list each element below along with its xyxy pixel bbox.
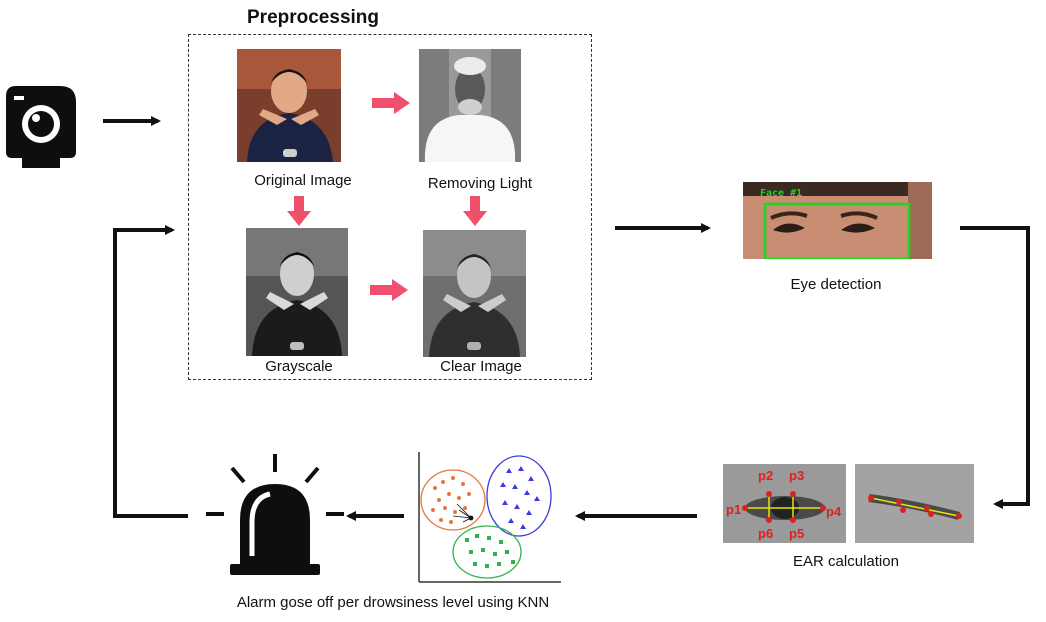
alarm-siren-icon (206, 454, 344, 575)
face-tag: Face #1 (760, 188, 803, 199)
knn-cluster-plot (418, 452, 561, 583)
grayscale-image (246, 228, 348, 356)
removing-light-label: Removing Light (427, 175, 533, 192)
ear-closed-eye-image (855, 464, 974, 543)
preprocessing-title: Preprocessing (247, 7, 379, 28)
removing-light-image (419, 49, 521, 162)
pink-arrow-grayscale-to-clear (370, 279, 408, 301)
preprocessing-box (188, 34, 592, 380)
original-image (237, 49, 341, 162)
arrow-alarm-to-preprocessing (113, 225, 188, 518)
landmark-p3-label: p3 (789, 468, 805, 483)
pink-arrow-original-to-removing-light (372, 92, 410, 114)
alarm-label: Alarm gose off per drowsiness level usin… (236, 594, 550, 611)
landmark-p4-label: p4 (826, 504, 842, 519)
landmark-p1-label: p1 (726, 502, 742, 517)
landmark-p6-label: p6 (758, 526, 774, 541)
camera-icon (6, 86, 76, 168)
pink-arrow-original-to-grayscale (287, 196, 311, 226)
original-image-label: Original Image (254, 172, 352, 189)
landmark-p5-label: p5 (789, 526, 805, 541)
eye-detection-label: Eye detection (790, 276, 882, 293)
landmark-p2-label: p2 (758, 468, 774, 483)
clear-image (423, 230, 526, 357)
clear-image-label: Clear Image (440, 358, 522, 375)
eye-detection-image: Face #1 (743, 182, 932, 259)
pink-arrow-removing-light-to-clear (463, 196, 487, 226)
arrow-eye-detection-to-ear (960, 226, 1030, 509)
grayscale-label: Grayscale (265, 358, 333, 375)
ear-calculation-label: EAR calculation (793, 553, 899, 570)
ear-open-eye-image: p1 p2 p3 p4 p5 p6 (723, 464, 846, 543)
